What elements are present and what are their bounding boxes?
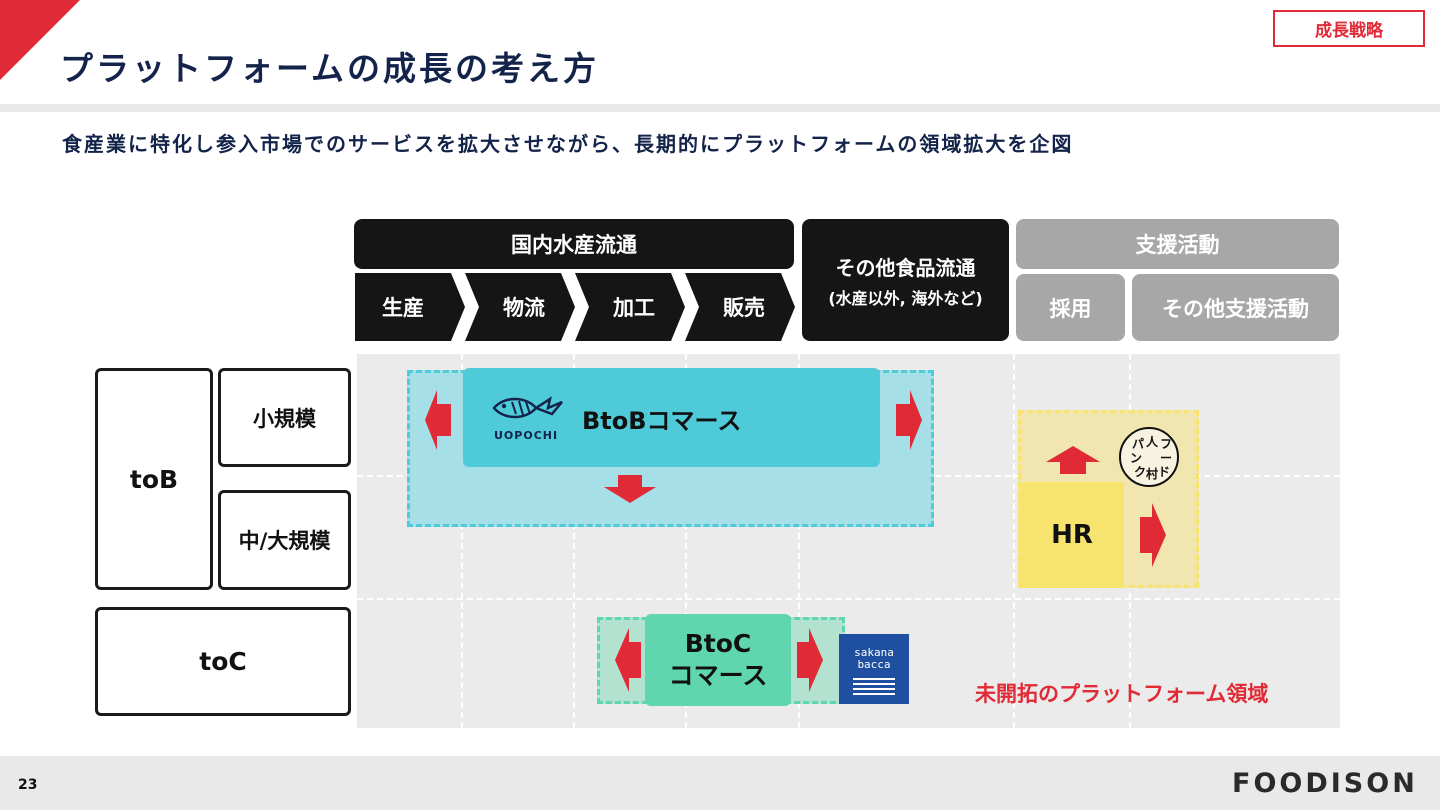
stage-production: 生産 xyxy=(355,273,465,341)
stage-logistics: 物流 xyxy=(465,273,575,341)
arrow-right-icon xyxy=(797,628,823,692)
row-label-toc: toC xyxy=(95,607,351,716)
uopochi-logo-text: UOPOCHI xyxy=(494,429,559,442)
arrow-up-icon xyxy=(1046,446,1100,474)
stage-sales: 販売 xyxy=(685,273,795,341)
section-badge: 成長戦略 xyxy=(1273,10,1425,47)
sakana-logo-line2: bacca xyxy=(857,658,891,671)
page-title: プラットフォームの成長の考え方 xyxy=(60,49,600,88)
hr-logo-char: ク xyxy=(1134,465,1146,479)
btoc-commerce-box: BtoC コマース xyxy=(645,614,791,706)
hr-logo-char: ン xyxy=(1130,451,1142,465)
arrow-left-icon xyxy=(425,390,451,450)
other-food-label: その他食品流通 xyxy=(835,255,976,280)
column-header-other-food: その他食品流通 (水産以外, 海外など) xyxy=(802,219,1009,341)
column-header-other-support: その他支援活動 xyxy=(1132,274,1339,341)
arrow-left-icon xyxy=(615,628,641,692)
arrow-down-icon xyxy=(604,475,656,503)
column-header-domestic-fishery: 国内水産流通 xyxy=(354,219,794,269)
btoc-label-line1: BtoC xyxy=(684,629,752,658)
arrow-right-icon xyxy=(1140,503,1166,567)
row-label-small: 小規模 xyxy=(218,368,351,467)
unexplored-area-label: 未開拓のプラットフォーム領域 xyxy=(975,682,1269,706)
btob-commerce-box xyxy=(463,368,880,467)
hr-logo-char: パ xyxy=(1132,437,1144,451)
pankun-village-logo: パ 人 フ ン ー ク 村 ド xyxy=(1119,427,1179,487)
sakana-bacca-logo: sakana bacca xyxy=(839,634,909,704)
hr-logo-char: 村 xyxy=(1146,466,1158,481)
uopochi-fish-icon xyxy=(492,396,563,419)
footer-bar xyxy=(0,756,1440,810)
hr-logo-char: ー xyxy=(1160,451,1172,465)
row-label-tob: toB xyxy=(95,368,213,590)
arrow-right-icon xyxy=(896,390,922,450)
other-food-note: (水産以外, 海外など) xyxy=(828,288,983,308)
row-label-mid-large: 中/大規模 xyxy=(218,490,351,590)
hr-logo-char: 人 xyxy=(1146,434,1159,449)
btob-commerce-label: BtoBコマース xyxy=(582,407,742,435)
page-subtitle: 食産業に特化し参入市場でのサービスを拡大させながら、長期的にプラットフォームの領… xyxy=(62,132,1074,156)
hr-logo-char: ド xyxy=(1158,465,1170,479)
page-number: 23 xyxy=(18,777,38,793)
header-divider xyxy=(0,104,1440,112)
column-header-support: 支援活動 xyxy=(1016,219,1339,269)
sakana-logo-line1: sakana xyxy=(854,646,894,659)
foodison-logo: FOODISON xyxy=(1232,768,1418,799)
stage-processing: 加工 xyxy=(575,273,685,341)
hr-box: HR xyxy=(1020,482,1124,588)
column-header-recruiting: 採用 xyxy=(1016,274,1125,341)
btoc-label-line2: コマース xyxy=(668,661,768,690)
hr-logo-char: フ xyxy=(1160,437,1172,451)
